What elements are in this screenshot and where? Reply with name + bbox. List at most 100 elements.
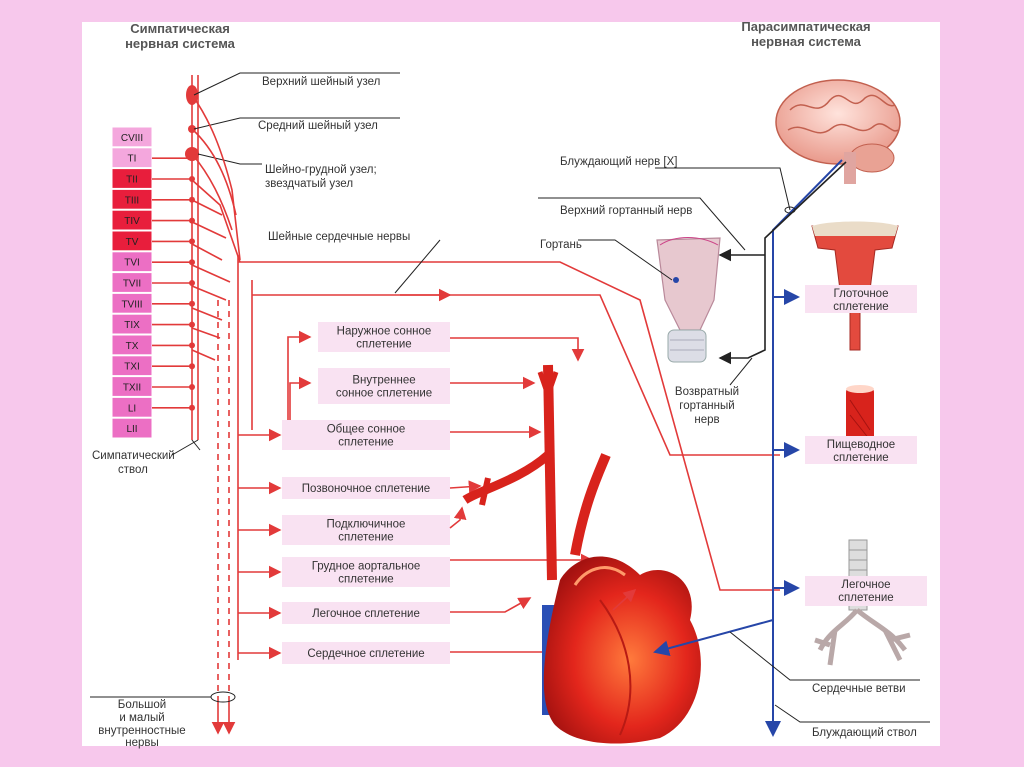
spinal-segment: TIII [111,188,153,210]
plexus-box-label: Подключичное [327,519,406,531]
cardiac-nerves-label: Шейные сердечные нервы [268,231,410,243]
larynx-label: Гортань [540,239,582,251]
spinal-column: CVIII TI TII TIII TIV TV TVI TVII TVIII TIX TX TXI T… [111,126,153,439]
segment-label: TVI [124,258,140,269]
organ-box-label: сплетение [833,301,888,313]
segment-label: TII [126,175,138,186]
organ-box-label: сплетение [838,592,893,604]
recurrent-label-line1: Возвратный [675,386,739,398]
segment-label: LII [126,424,137,435]
organ-box-label: сплетение [833,452,888,464]
cardiac-nerve-fibers [191,94,241,361]
segment-label: TIV [124,216,140,227]
trunk-ganglion [189,342,195,349]
cervicothoracic-label-line2: звездчатый узел [265,178,353,190]
trunk-ganglion [189,384,195,390]
spinal-segment: TII [111,168,153,189]
plexus-box-label: Общее сонное [327,424,406,436]
spinal-segment: TIX [111,313,153,335]
segment-label: TV [126,237,139,248]
larynx-illustration [656,237,721,363]
splanchnic-label: Большой и малый внутренностные нервы [98,699,185,749]
trunk-ganglion [189,280,195,286]
spinal-segment: TIV [111,209,153,231]
plexus-box-label: Грудное аортальное [312,561,421,573]
spinal-segment: LII [111,417,153,439]
trunk-ganglion [189,321,195,328]
trunk-ganglion [189,404,195,411]
heart-illustration [542,556,701,744]
plexus-to-vessel-arrows [287,330,632,659]
vagus-nerve [653,159,847,737]
cervicothoracic-label-line1: Шейно-грудной узел; [265,164,377,176]
sympathetic-header-line2: нервная система [125,36,236,51]
segment-label: TXI [124,362,140,373]
organ-box-label: Легочное [841,579,890,591]
organ-plexus-boxes: ГлоточноесплетениеПищеводноесплетениеЛег… [805,285,927,606]
svg-text:нервы: нервы [125,737,159,749]
plexus-box-label: сонное сплетение [336,388,432,400]
plexus-box-label: сплетение [338,437,393,449]
upper-cervical-label: Верхний шейный узел [262,76,380,88]
spinal-segment: TVI [111,251,153,273]
plexus-box-label: Позвоночное сплетение [302,483,430,495]
spinal-segment: LI [111,396,153,418]
organ-box-label: Пищеводное [827,439,895,451]
plexus-box: Легочное сплетение [282,602,450,624]
segment-label: TIII [125,195,139,206]
trunk-ganglion [189,238,195,245]
trunk-ganglion [189,363,195,370]
spinal-segment: TXI [111,355,153,377]
spinal-segment: TX [111,334,153,356]
recurrent-label-line2: гортанный [679,400,734,412]
vagal-trunk-label: Блуждающий ствол [812,727,917,739]
spinal-segment: TVIII [111,292,153,314]
segment-label: LI [128,403,136,414]
trunk-ganglion [189,300,195,307]
parasympathetic-header-line1: Парасимпатическая [741,19,870,34]
middle-cervical-label: Средний шейный узел [258,120,378,132]
plexus-box-label: Внутреннее [352,375,415,387]
esophagus-illustration [846,385,874,446]
segment-label: TI [128,154,137,165]
plexus-box-label: Наружное сонное [337,326,432,338]
spinal-segment: TI [111,147,153,169]
spinal-segment: TXII [111,376,153,397]
plexus-boxes: Наружное сонноесплетениеВнутреннеесонное… [238,322,450,664]
organ-box-label: Глоточное [834,288,889,300]
vagus-nerve-label: Блуждающий нерв [X] [560,156,677,168]
segment-label: CVIII [121,133,143,144]
spinal-segment: TV [111,230,153,252]
plexus-box-label: Легочное сплетение [312,608,420,620]
segment-label: TXII [123,383,141,394]
segment-label: TVII [123,279,141,290]
sympathetic-header-line1: Симпатическая [130,21,230,36]
segment-label: TX [126,341,139,352]
parasympathetic-header-line2: нервная система [751,34,862,49]
plexus-box-label: сплетение [338,574,393,586]
plexus-box-label: Сердечное сплетение [307,648,424,660]
brain-illustration [775,79,901,184]
plexus-box-label: сплетение [356,339,411,351]
recurrent-label-line3: нерв [694,414,719,426]
segment-label: TIX [124,320,140,331]
trunk-label-line1: Симпатический [92,450,175,462]
arteries [462,364,611,581]
trunk-ganglion [189,259,195,266]
trunk-ganglia [152,155,195,411]
segment-label: TVIII [121,299,142,310]
plexus-box: Сердечное сплетение [282,642,450,664]
spinal-segment: CVIII [111,126,153,148]
cardiac-branches-label: Сердечные ветви [812,683,906,695]
spinal-segment: TVII [111,272,153,293]
